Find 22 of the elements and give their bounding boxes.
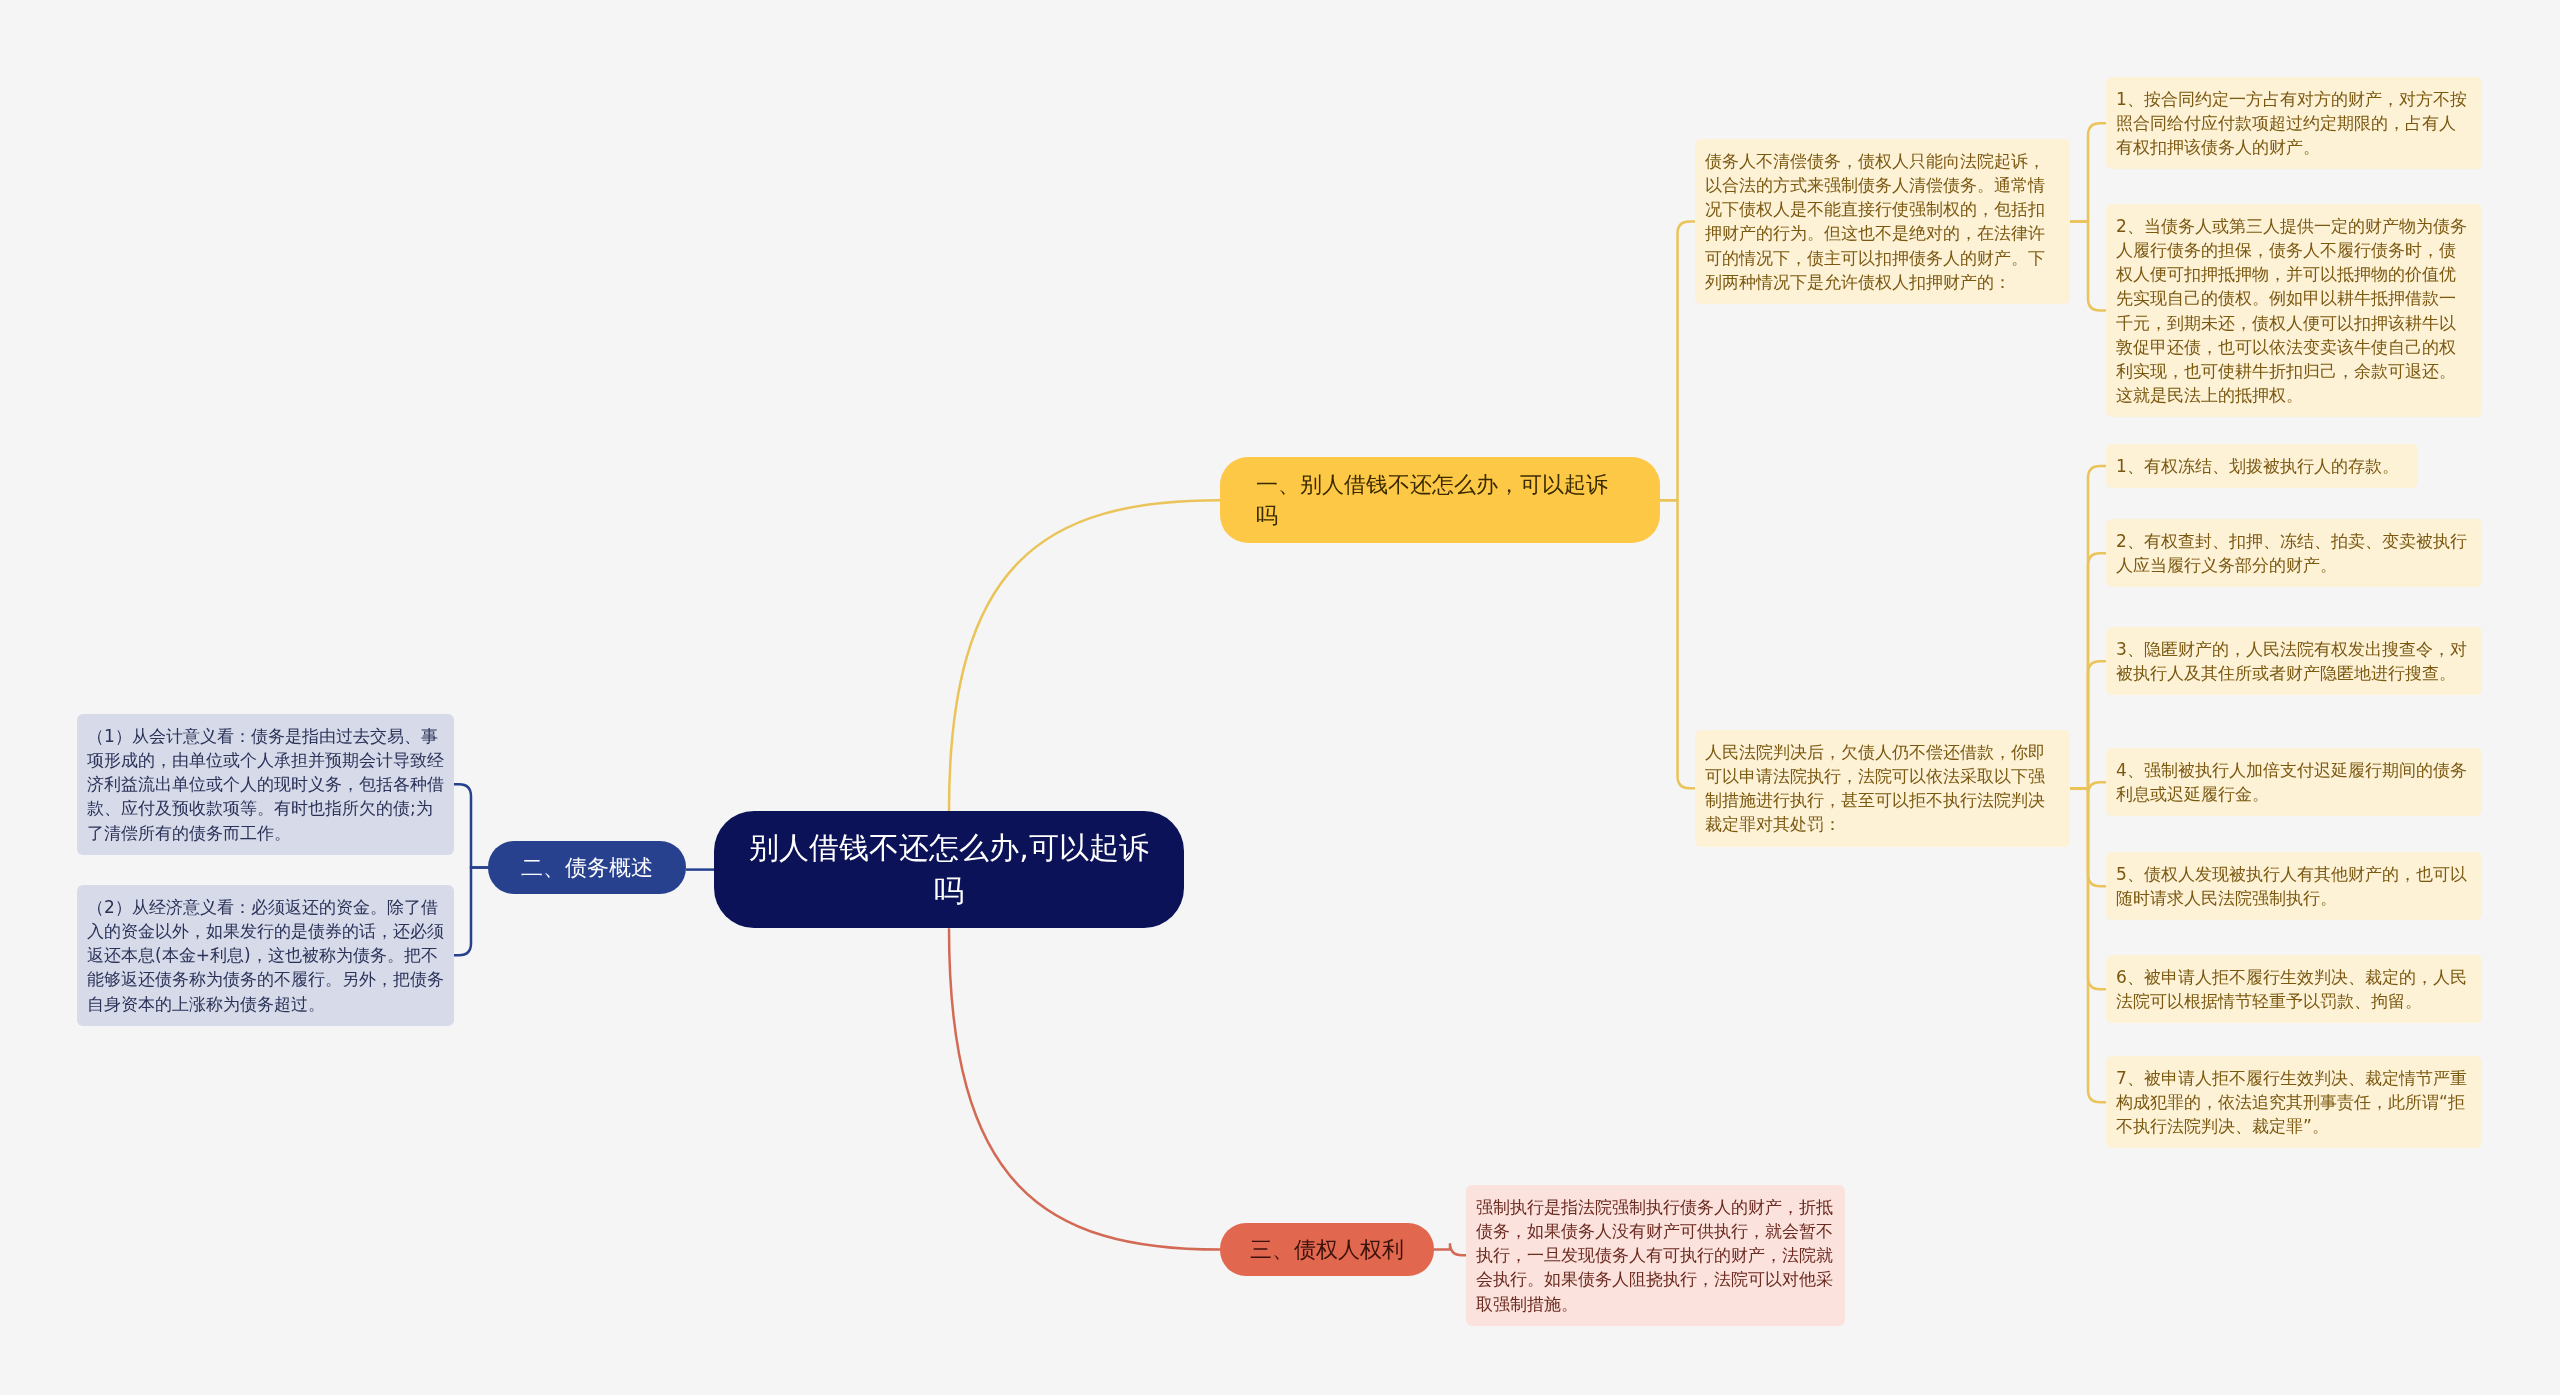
note-box: 6、被申请人拒不履行生效判决、裁定的，人民法院可以根据情节轻重予以罚款、拘留。 [2106,955,2482,1024]
note-box: 4、强制被执行人加倍支付迟延履行期间的债务利息或迟延履行金。 [2106,748,2482,817]
note-box: 3、隐匿财产的，人民法院有权发出搜查令，对被执行人及其住所或者财产隐匿地进行搜查。 [2106,627,2482,696]
connector-line [947,499,1221,812]
topic-box: 二、债务概述 [488,841,686,895]
note-box: 1、有权冻结、划拨被执行人的存款。 [2106,444,2418,489]
note-box: 债务人不清偿债务，债权人只能向法院起诉，以合法的方式来强制债务人清偿债务。通常情况下债权人是不能直接行使强制权的，包括扣押财产的行为。但这也不是绝对的，在法律许可的情况下，债主可以扣押债务人的财产。下列两种情况下是允许债权人扣押财产的： [1695,139,2070,304]
note-box: 2、有权查封、扣押、冻结、拍卖、变卖被执行人应当履行义务部分的财产。 [2106,519,2482,588]
note-box: （1）从会计意义看：债务是指由过去交易、事项形成的，由单位或个人承担并预期会计导致经济利益流出单位或个人的现时义务，包括各种借款、应付及预收款项等。有时也指所欠的债;为了清偿所有的债务而工作。 [77,714,454,855]
note-box: 5、债权人发现被执行人有其他财产的，也可以随时请求人民法院强制执行。 [2106,852,2482,921]
note-box: （2）从经济意义看：必须返还的资金。除了借入的资金以外，如果发行的是债券的话，还必须返还本息(本金+利息)，这也被称为债务。把不能够返还债务称为债务的不履行。另外，把债务自身资本的上涨称为债务超过。 [77,885,454,1026]
central-topic: 别人借钱不还怎么办,可以起诉吗 [714,811,1184,929]
connector-line [686,868,714,871]
note-box: 7、被申请人拒不履行生效判决、裁定情节严重构成犯罪的，依法追究其刑事责任，此所谓“拒不执行法院判决、裁定罪”。 [2106,1056,2482,1149]
note-box: 人民法院判决后，欠债人仍不偿还借款，你即可以申请法院执行，法院可以依法采取以下强制措施进行执行，甚至可以拒不执行法院判决裁定罪对其处罚： [1695,730,2070,847]
topic-box: 三、债权人权利 [1220,1223,1434,1277]
note-box: 1、按合同约定一方占有对方的财产，对方不按照合同给付应付款项超过约定期限的，占有人有权扣押该债务人的财产。 [2106,77,2482,170]
topic-box: 一、别人借钱不还怎么办，可以起诉吗 [1220,457,1660,544]
connector-line [947,928,1221,1251]
note-box: 2、当债务人或第三人提供一定的财产物为债务人履行债务的担保，债务人不履行债务时，债权人便可扣押抵押物，并可以抵押物的价值优先实现自己的债权。例如甲以耕牛抵押借款一千元，到期未还，债权人便可以扣押该耕牛以敦促甲还债，也可以依法变卖该牛使自己的权利实现，也可使耕牛折扣归己，余款可退还。这就是民法上的抵押权。 [2106,204,2482,417]
note-box: 强制执行是指法院强制执行债务人的财产，折抵债务，如果债务人没有财产可供执行，就会暂不执行，一旦发现债务人有可执行的财产，法院就会执行。如果债务人阻挠执行，法院可以对他采取强制措施。 [1466,1185,1845,1326]
connector-line [1434,1242,1466,1257]
